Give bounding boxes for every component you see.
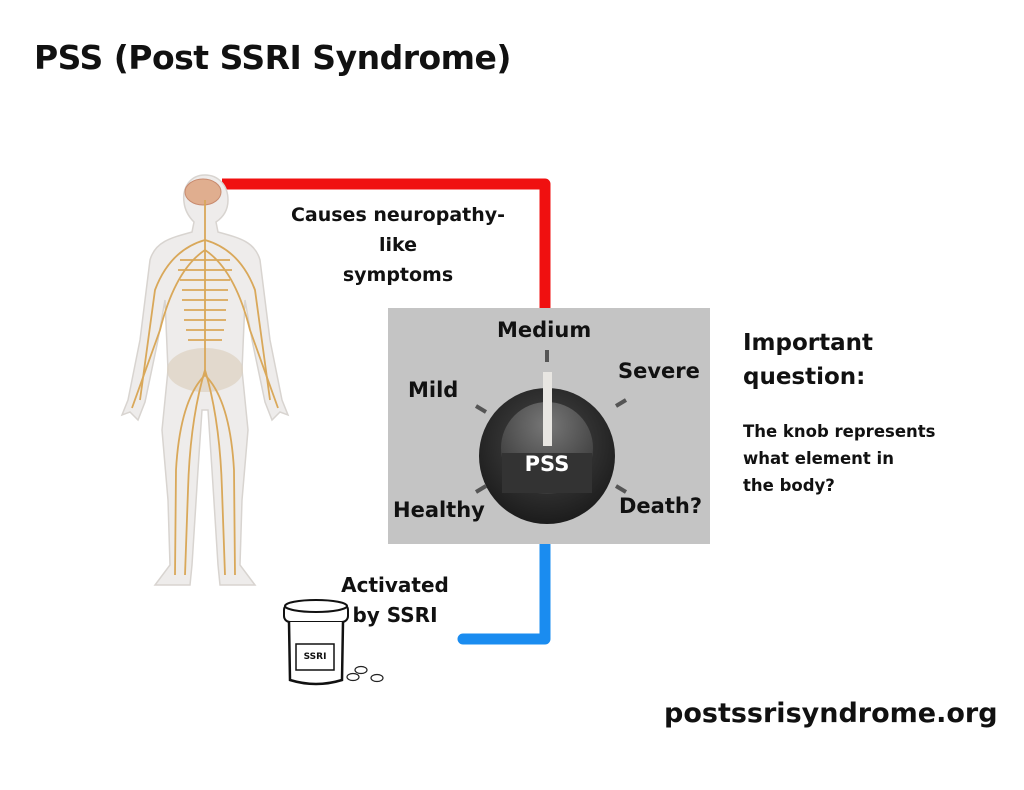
- label-line: by SSRI: [352, 603, 438, 627]
- heading-line: Important: [743, 330, 874, 356]
- knob-tick-marks: [474, 350, 628, 494]
- knob-label-plate: [502, 453, 592, 493]
- label-line: Causes neuropathy-like: [290, 204, 506, 256]
- red-connector-line: [222, 178, 551, 310]
- pill-bottle-label: SSRI: [303, 652, 327, 662]
- question-body: The knob represents what element in the …: [743, 418, 935, 499]
- knob-pointer: [543, 372, 552, 446]
- blue-connector-line: [457, 536, 551, 645]
- website-link[interactable]: postssrisyndrome.org: [664, 698, 998, 729]
- knob-label: PSS: [524, 452, 570, 476]
- label-line: symptoms: [342, 264, 454, 286]
- setting-severe[interactable]: Severe: [618, 359, 700, 383]
- setting-healthy[interactable]: Healthy: [393, 498, 485, 522]
- pill-bottle-icon: [283, 599, 384, 686]
- human-nervous-system-illustration: [120, 174, 290, 586]
- body-line: The knob represents: [743, 422, 936, 441]
- body-line: what element in: [743, 449, 894, 468]
- pss-knob[interactable]: [388, 308, 710, 544]
- question-heading: Important question:: [743, 326, 873, 394]
- heading-line: question:: [743, 364, 866, 390]
- bottom-connector-label: Activated by SSRI: [330, 570, 460, 630]
- setting-death[interactable]: Death?: [619, 494, 703, 518]
- body-line: the body?: [743, 476, 835, 495]
- page-title: PSS (Post SSRI Syndrome): [34, 38, 512, 77]
- label-line: Activated: [341, 573, 449, 597]
- setting-mild[interactable]: Mild: [408, 378, 459, 402]
- top-connector-label: Causes neuropathy-like symptoms: [280, 200, 516, 290]
- setting-medium[interactable]: Medium: [497, 318, 592, 342]
